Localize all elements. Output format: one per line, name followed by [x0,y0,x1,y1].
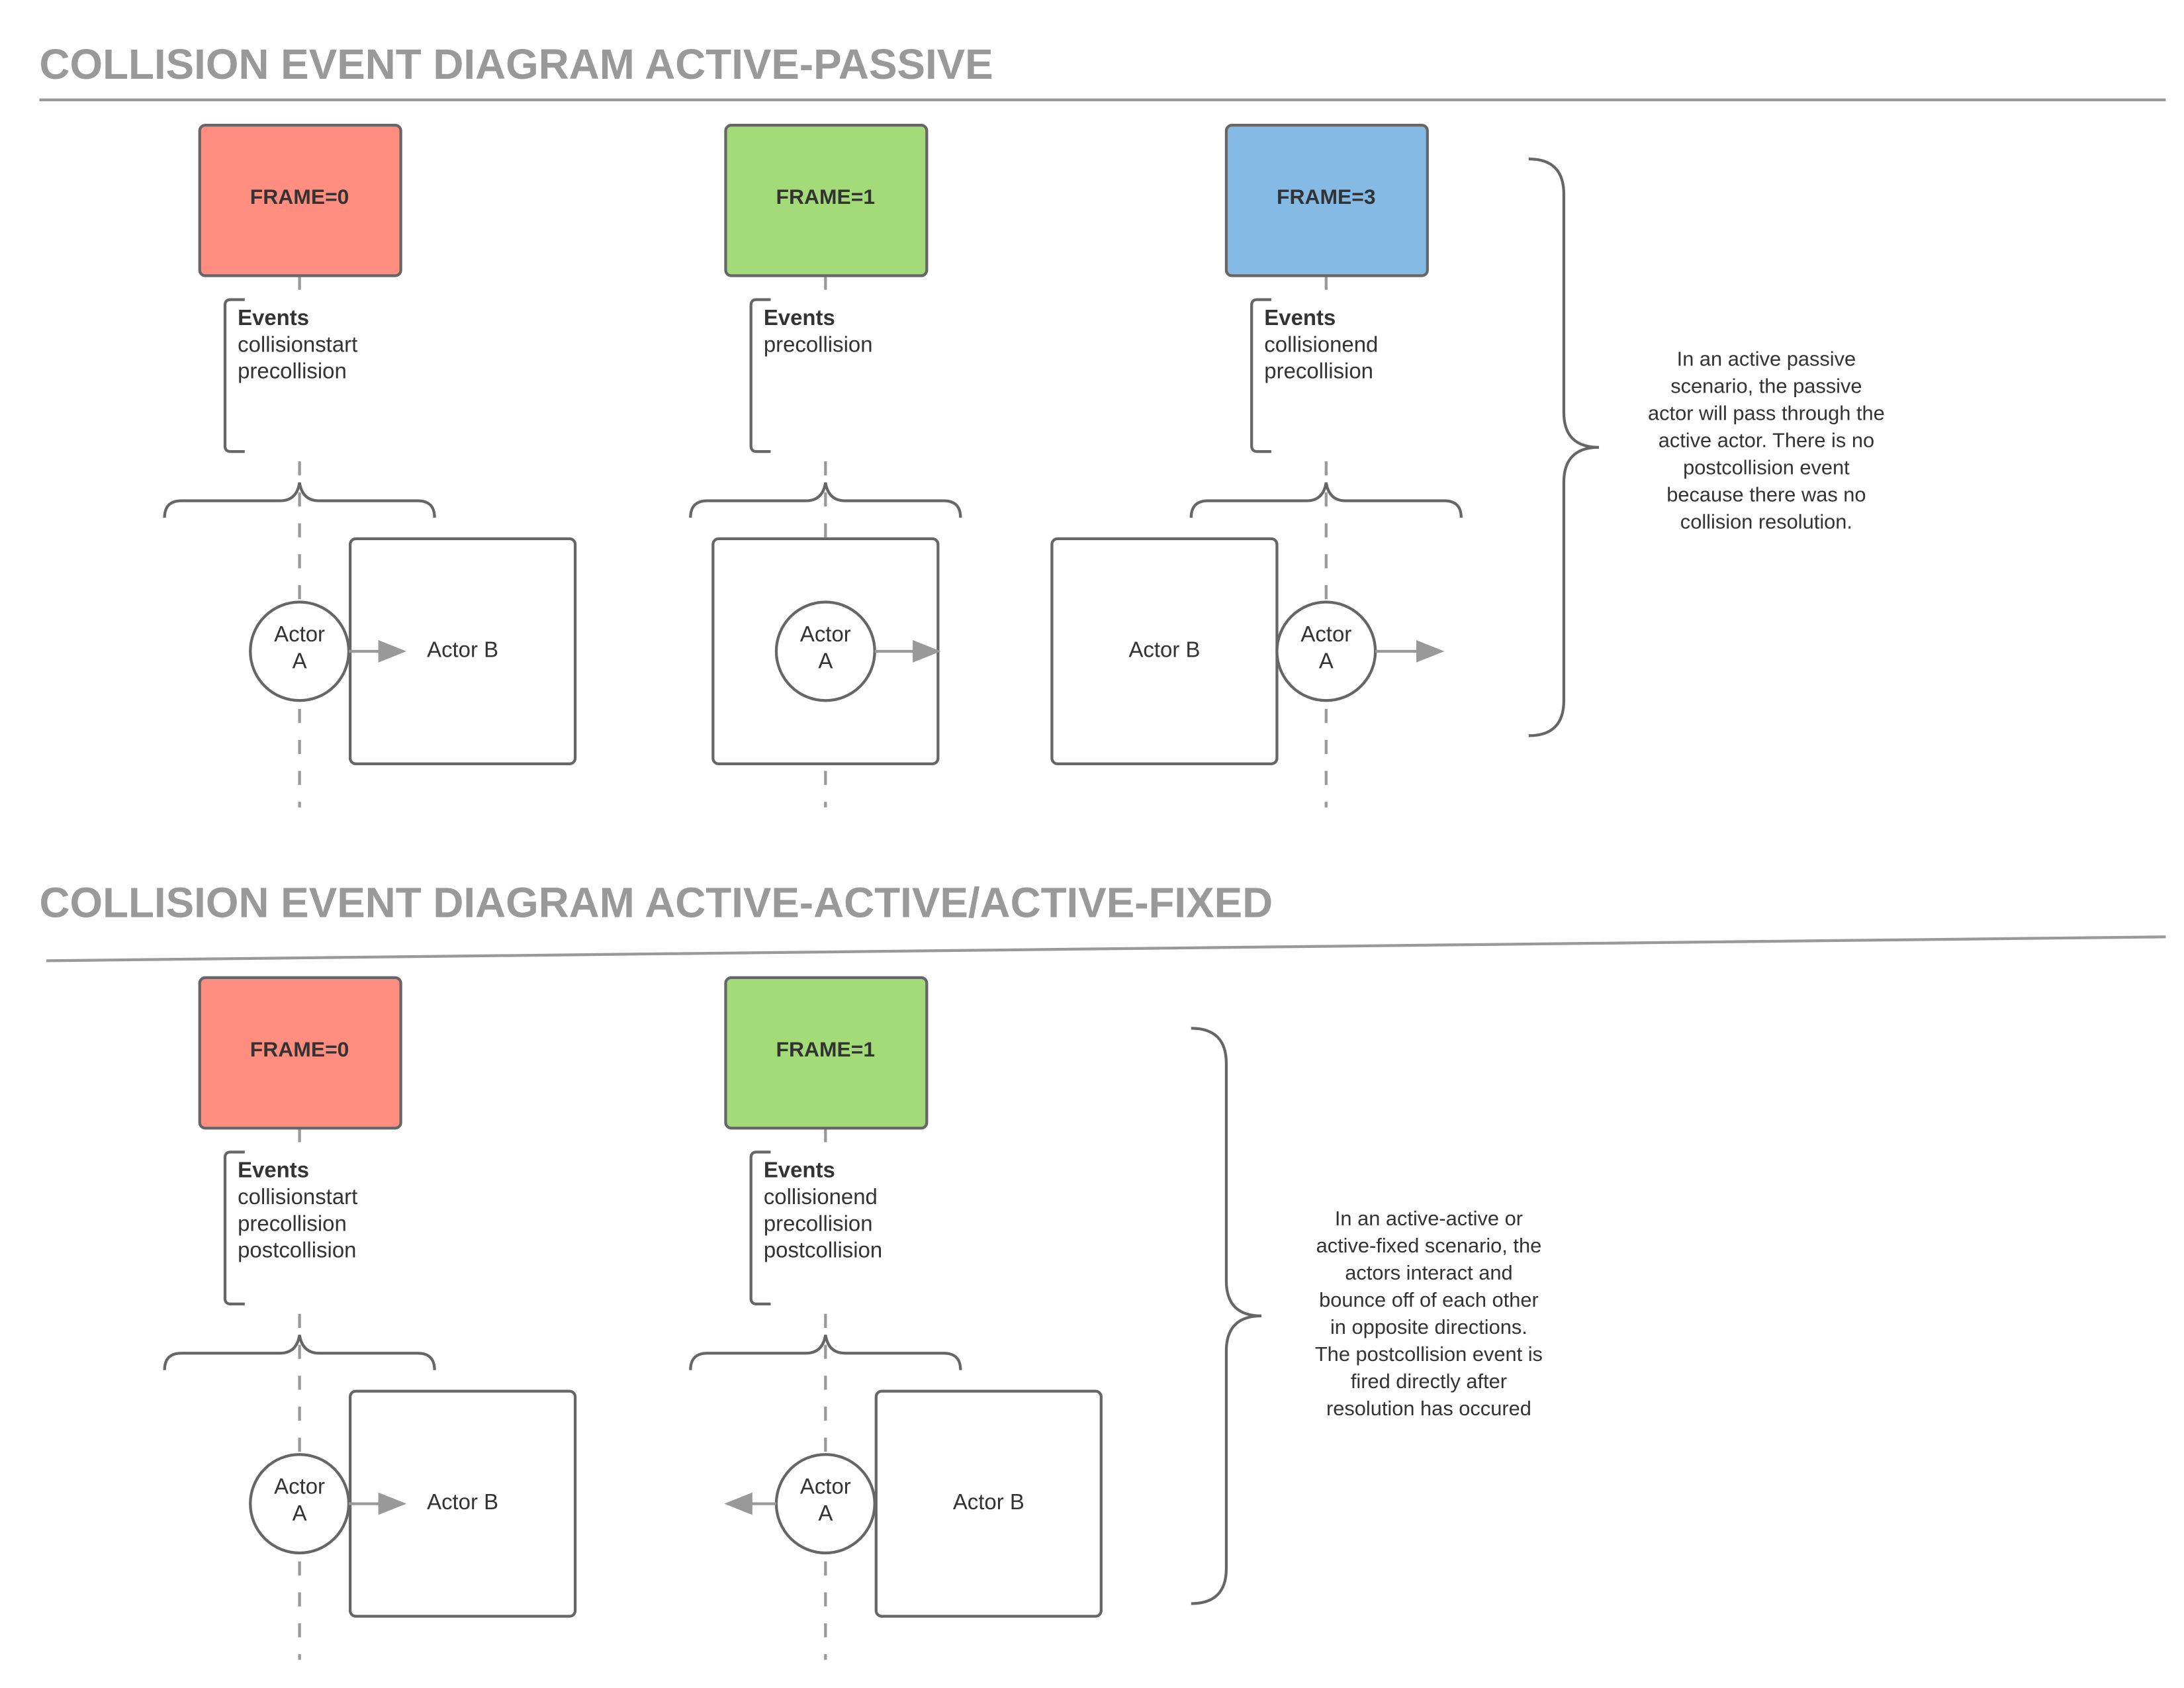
summary-note-line: The postcollision event is [1315,1342,1543,1366]
event-postcollision: postcollision [764,1238,882,1262]
event-postcollision: postcollision [238,1238,356,1262]
frame-scope-brace [1189,482,1463,518]
frame-box [724,976,929,1130]
actor-a-label: Actor [274,622,325,646]
events-heading: Events [238,305,309,330]
section-divider [46,935,2166,962]
events-heading: Events [1264,305,1336,330]
events-bracket [749,298,771,453]
actor-b-label: Actor B [1128,637,1200,661]
summary-brace [1191,1027,1262,1605]
actor-b-label: Actor B [427,637,498,661]
actor-b-label: Actor B [953,1489,1024,1514]
events-bg [215,1152,314,1304]
section-title: COLLISION EVENT DIAGRAM ACTIVE-PASSIVE [39,40,993,88]
section-title: COLLISION EVENT DIAGRAM ACTIVE-ACTIVE/AC… [39,878,1273,926]
frame-scope-brace [163,482,436,518]
frame-scope-brace [689,482,962,518]
summary-note-line: In an active passive [1677,348,1856,371]
section-2: COLLISION EVENT DIAGRAM ACTIVE-ACTIVE/AC… [39,878,2166,1660]
frame-box [1224,124,1429,277]
summary-brace [1528,158,1600,737]
summary-note-line: postcollision event [1683,456,1850,479]
actor-a-label: Actor [274,1474,325,1499]
summary-note-line: actors interact and [1345,1261,1512,1284]
summary-note-line: In an active-active or [1335,1207,1523,1230]
event-precollision: precollision [764,1211,873,1235]
summary-note-line: fired directly after [1351,1370,1507,1393]
events-bracket [223,298,245,453]
summary-note-line: collision resolution. [1680,510,1852,534]
actor-a-label: A [293,1501,307,1525]
events-bg [215,299,314,452]
events-heading: Events [238,1158,309,1182]
actor-a-label: A [293,648,307,673]
actor-b-label: Actor B [427,1489,498,1514]
frame-box [724,124,929,277]
event-collisionend: collisionend [764,1184,878,1209]
summary-note-line: scenario, the passive [1670,375,1862,398]
summary-note-line: actor will pass through the [1648,402,1885,425]
events-bracket [749,1150,771,1305]
events-bg [1242,299,1341,452]
frame-scope-brace [163,1335,436,1370]
events-bg [741,1152,840,1304]
events-bracket [223,1150,245,1305]
event-collisionend: collisionend [1264,332,1378,356]
actor-a-label: A [818,1501,833,1525]
actor-a-label: Actor [800,622,851,646]
event-collisionstart: collisionstart [238,332,357,356]
summary-note-line: in opposite directions. [1330,1315,1527,1338]
frame-label: FRAME=1 [776,185,876,209]
frame-label: FRAME=0 [250,1037,349,1061]
actor-a-label: A [818,648,833,673]
event-precollision: precollision [238,1211,347,1235]
frame-label: FRAME=3 [1277,185,1376,209]
summary-note-line: active-fixed scenario, the [1316,1234,1542,1257]
frame-box [198,976,402,1130]
summary-note-line: active actor. There is no [1659,429,1874,452]
events-heading: Events [764,1158,835,1182]
events-bracket [1250,298,1271,453]
events-heading: Events [764,305,835,330]
event-precollision: precollision [764,332,873,356]
event-precollision: precollision [238,359,347,383]
events-bg [741,299,840,452]
frame-box [198,124,402,277]
event-collisionstart: collisionstart [238,1184,357,1209]
summary-note-line: bounce off of each other [1319,1288,1539,1311]
actor-a-label: Actor [1300,622,1351,646]
actor-a-label: Actor [800,1474,851,1499]
actor-a-label: A [1319,648,1334,673]
summary-note-line: resolution has occured [1326,1397,1531,1420]
summary-note-line: because there was no [1666,483,1866,506]
frame-label: FRAME=1 [776,1037,876,1061]
event-precollision: precollision [1264,359,1373,383]
section-1: COLLISION EVENT DIAGRAM ACTIVE-PASSIVE FR… [39,40,2166,808]
frame-label: FRAME=0 [250,185,349,209]
frame-scope-brace [689,1335,962,1370]
